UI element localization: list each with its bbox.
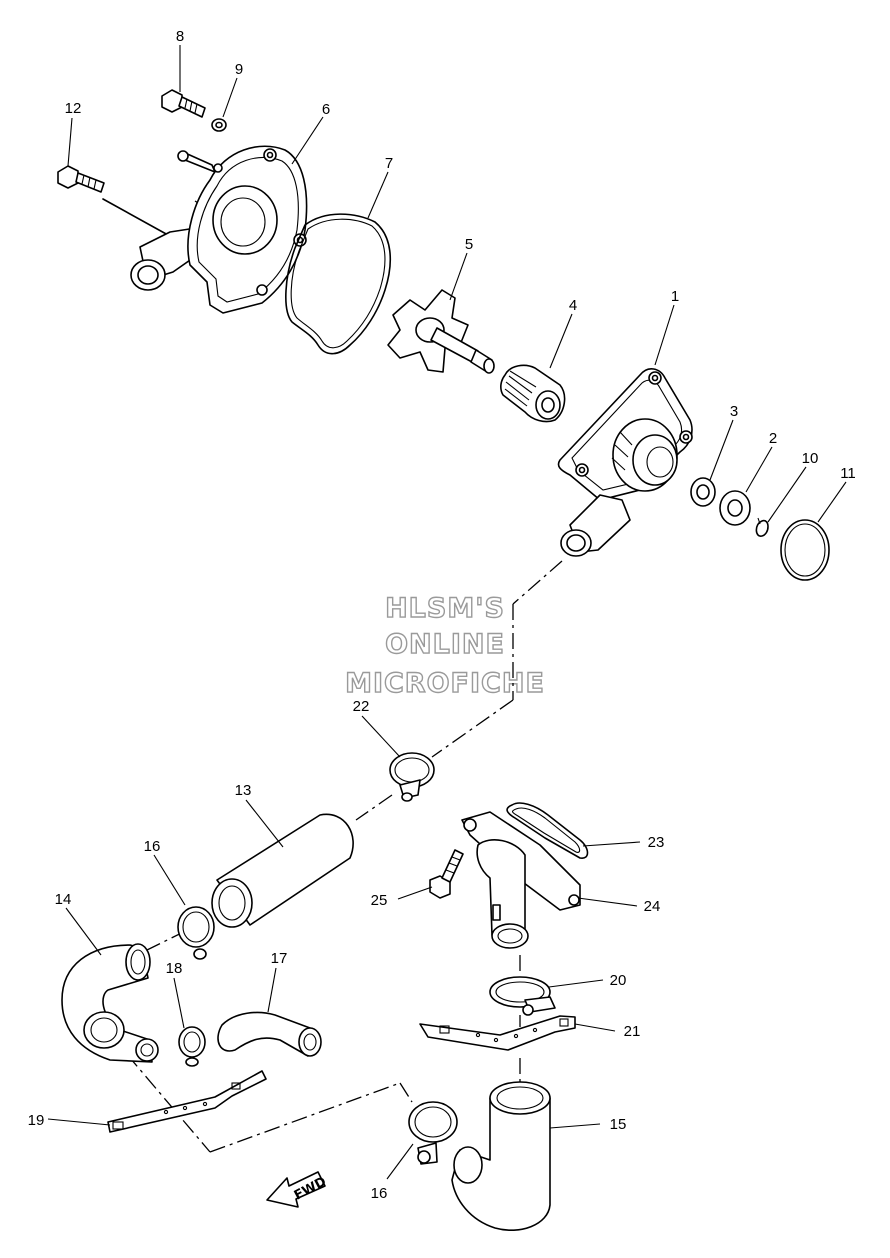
label-part-13: 13 — [235, 782, 252, 799]
label-part-11: 11 — [840, 465, 856, 482]
part-11-o-ring[interactable] — [780, 519, 830, 581]
part-17-hose[interactable] — [217, 1011, 322, 1057]
part-14-hose-elbow[interactable] — [61, 943, 159, 1063]
part-12-bolt[interactable] — [57, 165, 105, 193]
leader-lines — [47, 45, 847, 1180]
label-part-16-upper: 16 — [144, 838, 161, 855]
label-part-3: 3 — [730, 403, 738, 420]
label-part-1: 1 — [671, 288, 679, 305]
label-part-22: 22 — [353, 698, 370, 715]
part-22-hose-clamp[interactable] — [389, 752, 435, 802]
part-24-thermostat-cover[interactable] — [461, 811, 581, 949]
label-part-21: 21 — [624, 1023, 641, 1040]
label-part-4: 4 — [569, 297, 577, 314]
part-1-pump-housing[interactable] — [557, 368, 693, 557]
part-23-gasket[interactable] — [506, 802, 589, 859]
part-8-bolt[interactable] — [161, 89, 206, 118]
watermark-line2: ONLINE — [385, 629, 505, 660]
part-3-bearing[interactable] — [690, 477, 716, 507]
fwd-arrow-icon: FWD — [266, 1171, 329, 1208]
watermark: HLSM'S ONLINE MICROFICHE — [344, 592, 545, 699]
part-9-washer[interactable] — [211, 118, 227, 132]
part-16-hose-clamp-upper[interactable] — [177, 906, 215, 960]
label-part-15: 15 — [610, 1116, 627, 1133]
label-part-16-lower: 16 — [371, 1185, 388, 1202]
part-19-bracket[interactable] — [107, 1070, 267, 1133]
label-part-19: 19 — [28, 1112, 45, 1129]
part-21-bracket[interactable] — [419, 1015, 576, 1051]
label-part-20: 20 — [610, 972, 627, 989]
label-part-17: 17 — [271, 950, 288, 967]
label-part-9: 9 — [235, 61, 243, 78]
label-part-12: 12 — [65, 100, 82, 117]
part-5-impeller[interactable] — [387, 289, 495, 374]
watermark-line1: HLSM'S — [385, 593, 505, 624]
watermark-line3: MICROFICHE — [345, 668, 545, 699]
label-part-24: 24 — [644, 898, 661, 915]
label-part-25: 25 — [371, 892, 388, 909]
label-part-7: 7 — [385, 155, 393, 172]
label-part-10: 10 — [802, 450, 819, 467]
part-labels: 8 9 12 6 7 5 4 1 3 2 10 11 22 13 16 14 1… — [28, 28, 856, 1202]
label-part-14: 14 — [55, 891, 72, 908]
part-13-hose[interactable] — [211, 813, 354, 928]
part-25-bolt[interactable] — [429, 849, 464, 899]
part-2-bearing[interactable] — [719, 490, 751, 526]
part-6-pump-cover[interactable] — [130, 145, 308, 314]
part-4-seal[interactable] — [500, 364, 566, 423]
label-part-23: 23 — [648, 834, 665, 851]
label-part-6: 6 — [322, 101, 330, 118]
part-15-hose-elbow[interactable] — [451, 1081, 551, 1232]
part-10-circlip[interactable] — [755, 517, 769, 537]
label-part-5: 5 — [465, 236, 473, 253]
part-20-hose-clamp[interactable] — [489, 976, 556, 1016]
label-part-2: 2 — [769, 430, 777, 447]
label-part-18: 18 — [166, 960, 183, 977]
part-18-hose-clamp[interactable] — [178, 1026, 206, 1067]
label-part-8: 8 — [176, 28, 184, 45]
part-16-hose-clamp-lower[interactable] — [408, 1101, 458, 1165]
part-7-gasket[interactable] — [285, 213, 391, 355]
